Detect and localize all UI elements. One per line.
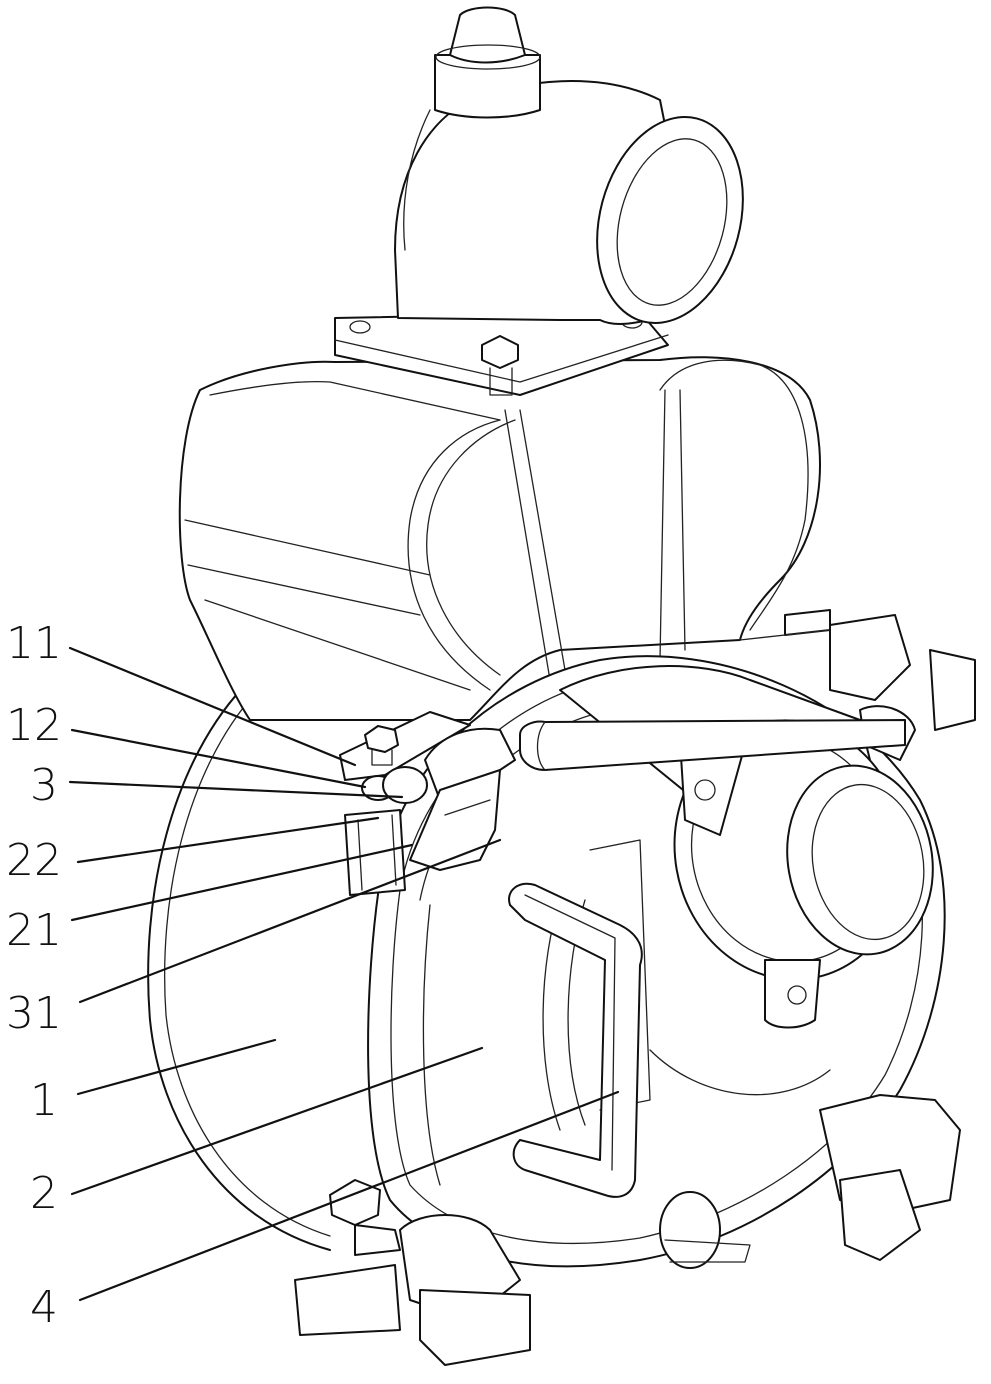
part-label-12: 12 [6, 700, 62, 751]
inlet-nozzle [559, 665, 934, 1029]
part-label-21: 21 [6, 905, 62, 956]
part-labels: 11 12 3 22 21 31 1 2 4 [6, 618, 62, 1333]
leader-3 [68, 780, 404, 799]
clamp-bottom-left [294, 1179, 531, 1366]
drain-plug [659, 1191, 751, 1269]
tie-rod [519, 719, 906, 771]
rear-housing [147, 679, 331, 1251]
part-label-11: 11 [6, 618, 62, 669]
priming-chamber [178, 356, 821, 721]
elbow-outlet [394, 6, 744, 325]
part-label-4: 4 [30, 1282, 58, 1333]
clamp-upper-right [739, 609, 976, 731]
clamp-lower-right [819, 1094, 961, 1261]
part-label-2: 2 [30, 1168, 58, 1219]
leader-1 [76, 1038, 277, 1096]
part-label-1: 1 [30, 1075, 58, 1126]
outlet-flange [334, 311, 669, 396]
leader-21 [70, 843, 414, 922]
leader-22 [76, 816, 380, 864]
leader-11 [68, 646, 357, 767]
leader-2 [70, 1046, 484, 1196]
leader-12 [70, 728, 367, 789]
leader-4 [78, 1090, 620, 1302]
handle-loop [508, 882, 643, 1198]
part-label-31: 31 [6, 988, 62, 1039]
part-label-3: 3 [30, 760, 58, 811]
part-label-22: 22 [6, 835, 62, 886]
leader-31 [78, 838, 502, 1004]
leader-lines [68, 646, 620, 1302]
